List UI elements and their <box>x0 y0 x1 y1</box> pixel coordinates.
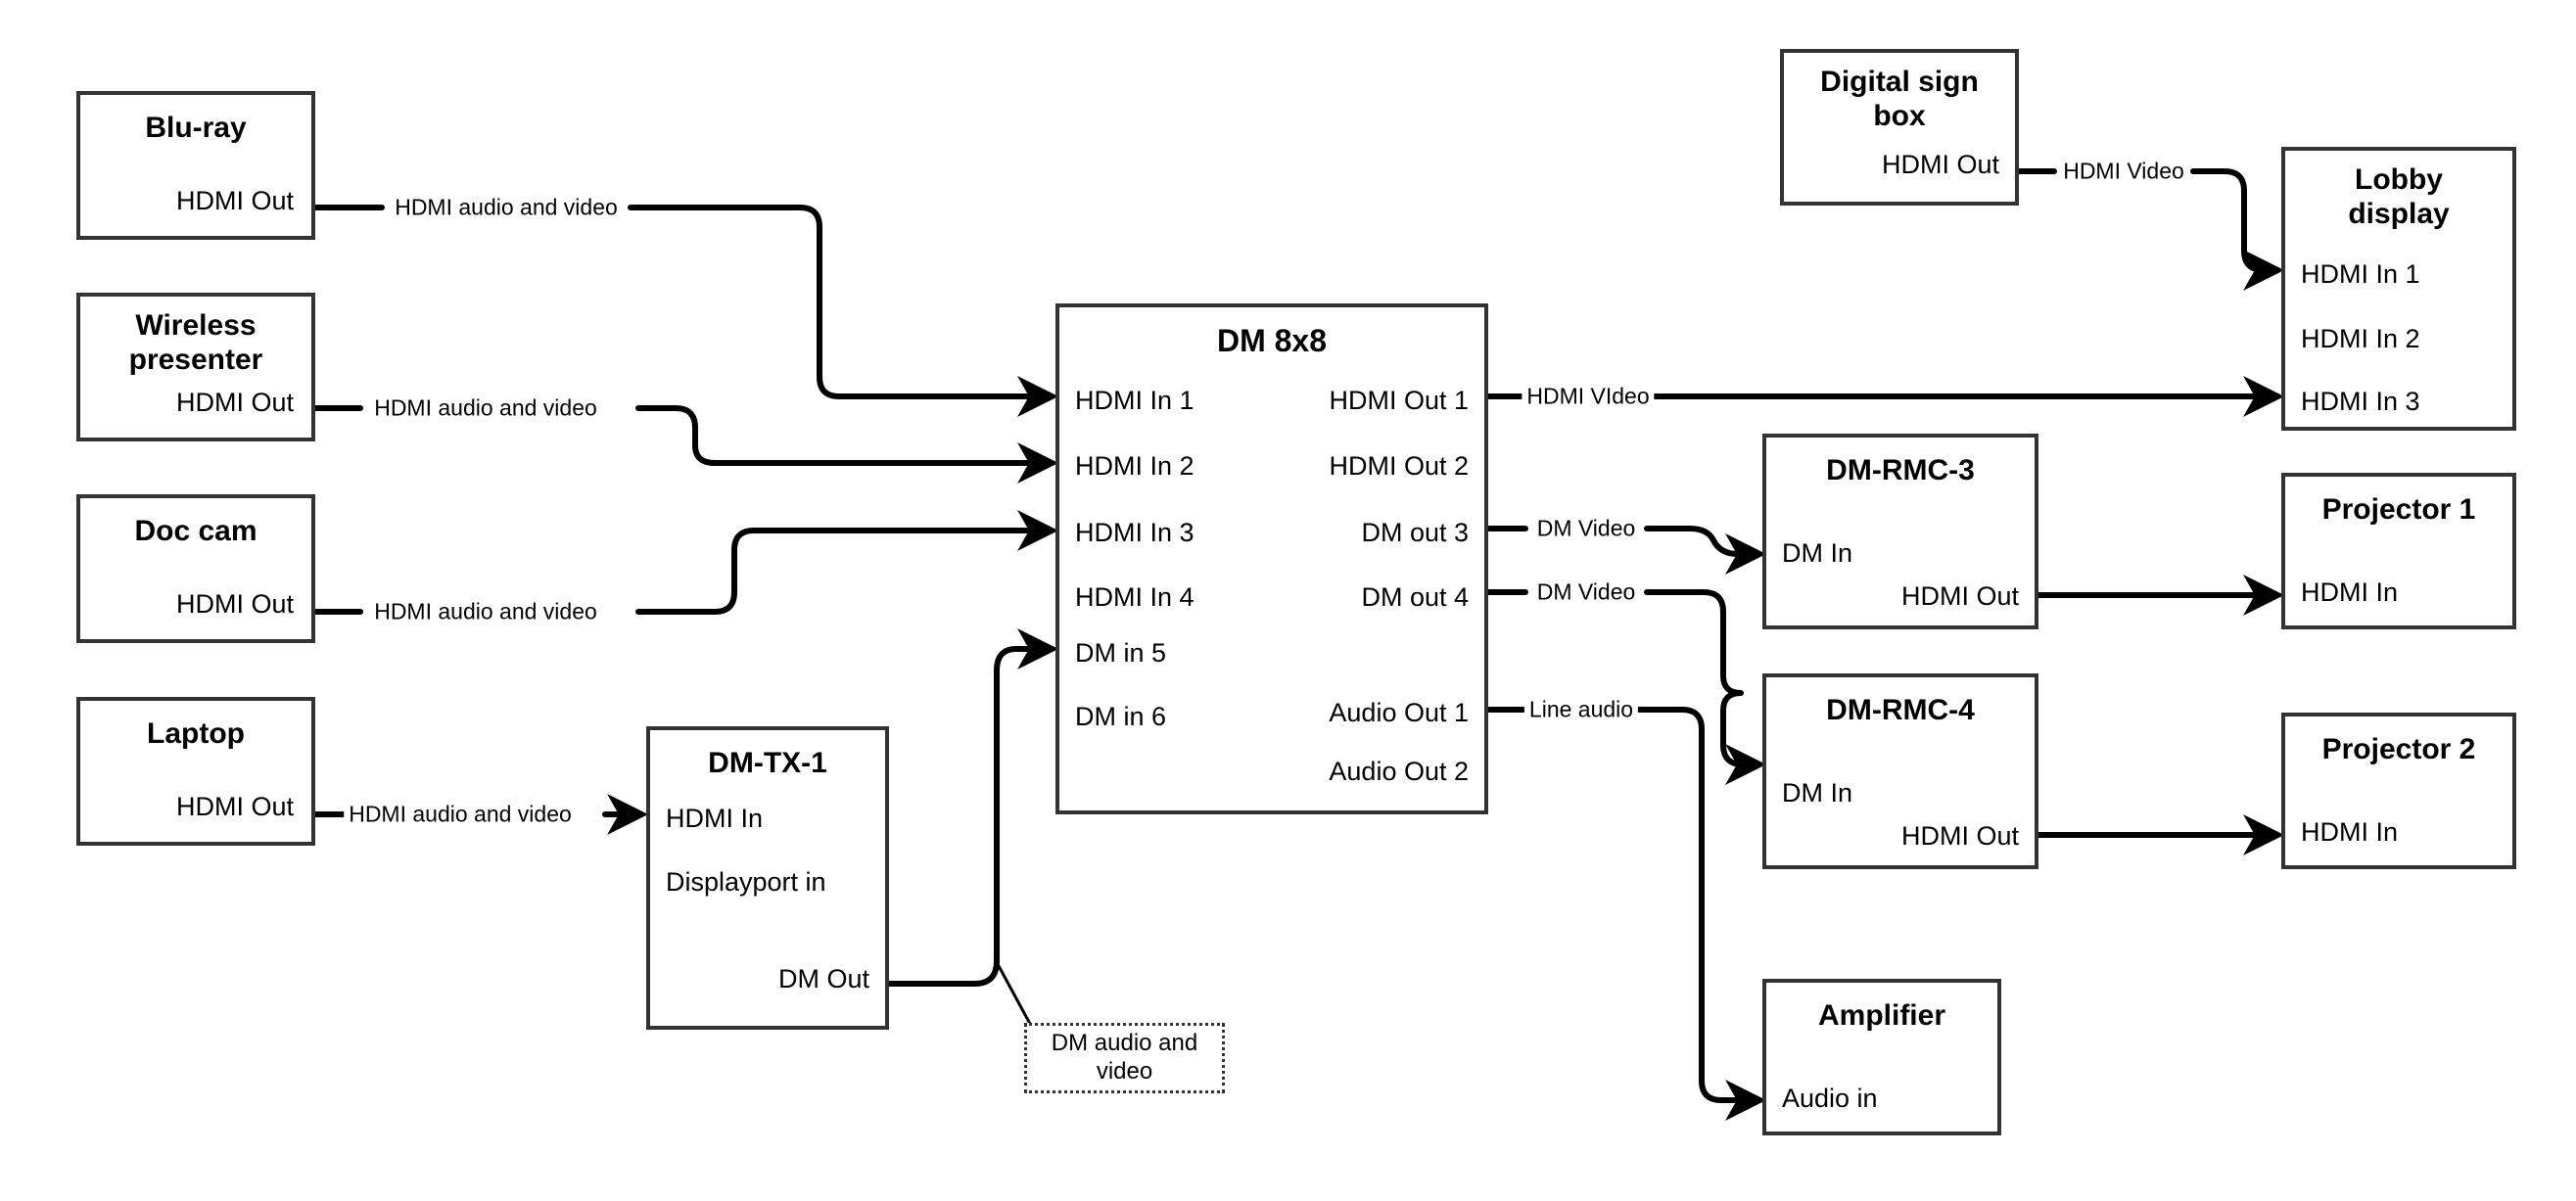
node-amplifier-title: Amplifier <box>1817 999 1946 1032</box>
wire-bluray-to-dm8x8 <box>312 205 1052 396</box>
node-dm-rmc-4[interactable]: DM-RMC-4 DM In HDMI Out <box>1762 673 2038 869</box>
node-projector-1[interactable]: Projector 1 HDMI In <box>2281 473 2516 629</box>
node-digital-sign-box-title: Digital sign box <box>1820 66 1979 133</box>
wire-label-laptop: HDMI audio and video <box>344 801 577 828</box>
port-wireless-presenter-hdmi-out[interactable]: HDMI Out <box>175 388 294 417</box>
port-projector-2-hdmi-in[interactable]: HDMI In <box>2301 817 2399 847</box>
node-wireless-presenter[interactable]: Wireless presenter HDMI Out <box>76 293 315 441</box>
wire-dmtx1-to-dm8x8 <box>886 628 1058 987</box>
wire-dm8x8-to-rmc3 <box>1486 529 1759 554</box>
node-bluray[interactable]: Blu-ray HDMI Out <box>76 91 315 240</box>
node-projector-2[interactable]: Projector 2 HDMI In <box>2281 713 2516 869</box>
wire-doccam-to-dm8x8 <box>312 531 1052 615</box>
node-dm-8x8-title: DM 8x8 <box>1216 323 1328 358</box>
wire-label-wireless: HDMI audio and video <box>369 394 602 422</box>
node-amplifier[interactable]: Amplifier Audio in <box>1762 979 2001 1135</box>
wire-label-audio-out-1: Line audio <box>1523 696 1639 723</box>
port-bluray-hdmi-out[interactable]: HDMI Out <box>175 186 294 215</box>
node-dm-8x8[interactable]: DM 8x8 HDMI In 1 HDMI In 2 HDMI In 3 HDM… <box>1055 303 1488 814</box>
callout-dm-audio-video: DM audio and video <box>1024 1023 1225 1093</box>
node-doc-cam[interactable]: Doc cam HDMI Out <box>76 494 315 643</box>
node-lobby-display-title: Lobby display <box>2348 163 2450 231</box>
node-digital-sign-box[interactable]: Digital sign box HDMI Out <box>1780 49 2019 206</box>
node-dm-tx-1[interactable]: DM-TX-1 HDMI In Displayport in DM Out <box>646 726 889 1030</box>
wire-dm8x8-to-rmc4 <box>1486 589 1759 764</box>
port-dm-tx-1-displayport-in[interactable]: Displayport in <box>666 867 826 897</box>
wire-label-dm-out-4: DM Video <box>1531 578 1641 606</box>
port-lobby-display-hdmi-in-3[interactable]: HDMI In 3 <box>2301 387 2420 416</box>
port-dm-8x8-hdmi-in-3[interactable]: HDMI In 3 <box>1075 518 1194 547</box>
node-bluray-title: Blu-ray <box>145 112 247 144</box>
node-laptop[interactable]: Laptop HDMI Out <box>76 697 315 846</box>
wire-signbox-to-lobby <box>2016 168 2277 270</box>
port-dm-8x8-audio-out-2[interactable]: Audio Out 2 <box>1329 757 1469 786</box>
node-projector-1-title: Projector 1 <box>2321 493 2476 526</box>
node-lobby-display[interactable]: Lobby display HDMI In 1 HDMI In 2 HDMI I… <box>2281 147 2516 431</box>
node-dm-rmc-3-title: DM-RMC-3 <box>1826 454 1975 486</box>
port-dm-8x8-audio-out-1[interactable]: Audio Out 1 <box>1329 698 1469 727</box>
node-dm-rmc-3[interactable]: DM-RMC-3 DM In HDMI Out <box>1762 434 2038 629</box>
port-dm-8x8-hdmi-in-4[interactable]: HDMI In 4 <box>1075 582 1194 612</box>
node-dm-tx-1-title: DM-TX-1 <box>708 747 827 779</box>
port-lobby-display-hdmi-in-1[interactable]: HDMI In 1 <box>2301 259 2420 289</box>
wire-label-dm-out-3: DM Video <box>1531 515 1641 542</box>
port-dm-8x8-dm-in-5[interactable]: DM in 5 <box>1075 638 1167 668</box>
wire-wireless-to-dm8x8 <box>312 405 1052 463</box>
port-lobby-display-hdmi-in-2[interactable]: HDMI In 2 <box>2301 324 2420 353</box>
wire-label-doccam: HDMI audio and video <box>369 598 602 625</box>
node-projector-2-title: Projector 2 <box>2321 733 2476 765</box>
port-laptop-hdmi-out[interactable]: HDMI Out <box>175 792 294 821</box>
port-projector-1-hdmi-in[interactable]: HDMI In <box>2301 577 2399 607</box>
node-laptop-title: Laptop <box>147 717 245 750</box>
node-wireless-presenter-title: Wireless presenter <box>128 309 263 377</box>
port-amplifier-audio-in[interactable]: Audio in <box>1782 1084 1878 1113</box>
port-dm-rmc-3-hdmi-out[interactable]: HDMI Out <box>1900 581 2019 611</box>
port-dm-rmc-3-dm-in[interactable]: DM In <box>1782 538 1853 568</box>
wire-label-signbox: HDMI Video <box>2058 158 2189 185</box>
port-dm-8x8-hdmi-out-2[interactable]: HDMI Out 2 <box>1329 451 1469 481</box>
port-dm-tx-1-dm-out[interactable]: DM Out <box>777 964 869 993</box>
port-doc-cam-hdmi-out[interactable]: HDMI Out <box>175 589 294 619</box>
wire-dm8x8-to-amplifier <box>1486 707 1759 1100</box>
port-dm-8x8-dm-in-6[interactable]: DM in 6 <box>1075 702 1167 731</box>
port-digital-sign-box-hdmi-out[interactable]: HDMI Out <box>1881 150 1999 179</box>
port-dm-rmc-4-hdmi-out[interactable]: HDMI Out <box>1900 821 2019 851</box>
port-dm-rmc-4-dm-in[interactable]: DM In <box>1782 778 1853 808</box>
port-dm-8x8-hdmi-out-1[interactable]: HDMI Out 1 <box>1329 386 1469 415</box>
port-dm-8x8-dm-out-4[interactable]: DM out 4 <box>1361 582 1469 612</box>
port-dm-8x8-hdmi-in-2[interactable]: HDMI In 2 <box>1075 451 1194 481</box>
port-dm-8x8-hdmi-in-1[interactable]: HDMI In 1 <box>1075 386 1194 415</box>
port-dm-8x8-dm-out-3[interactable]: DM out 3 <box>1361 518 1469 547</box>
node-doc-cam-title: Doc cam <box>134 515 258 547</box>
wire-label-hdmi-out-1: HDMI VIdeo <box>1522 383 1655 410</box>
port-dm-tx-1-hdmi-in[interactable]: HDMI In <box>666 804 764 833</box>
wire-label-bluray: HDMI audio and video <box>390 194 623 221</box>
node-dm-rmc-4-title: DM-RMC-4 <box>1826 694 1975 726</box>
